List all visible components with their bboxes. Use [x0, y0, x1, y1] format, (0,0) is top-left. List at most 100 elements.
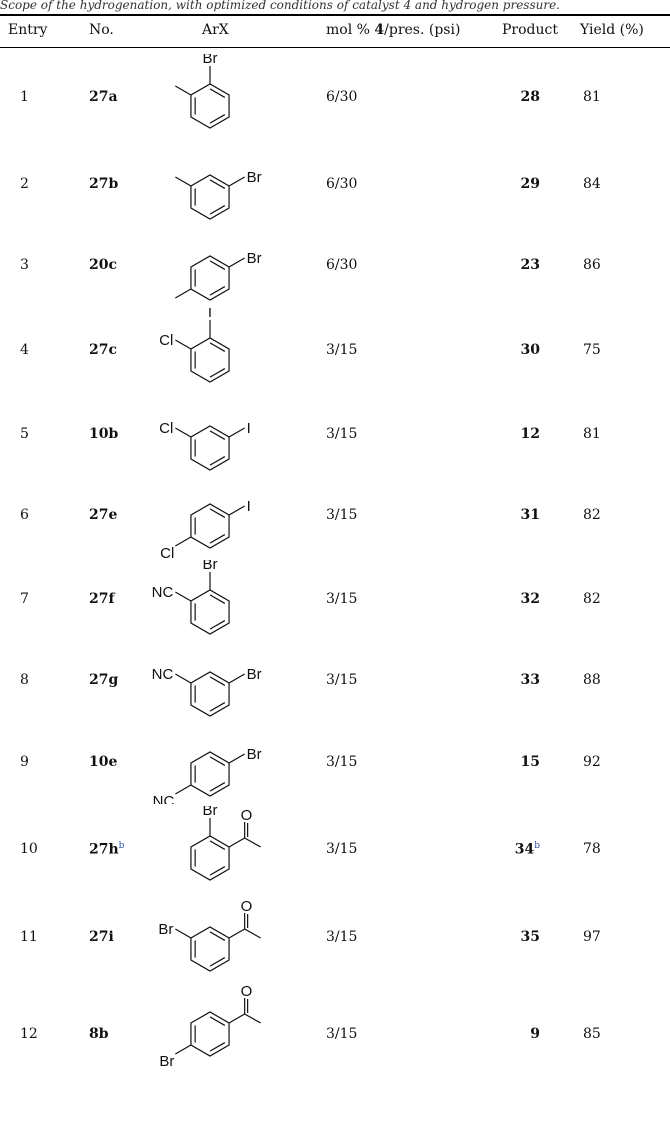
aromatic-bond [209, 957, 226, 967]
arx-structure: ICl [160, 498, 251, 558]
cell-compound-no-text: 27i [89, 929, 114, 945]
cell-conditions-text: 3/15 [326, 342, 358, 358]
substituent-bond [175, 288, 192, 299]
aromatic-bond [209, 756, 226, 766]
cell-product-text: 15 [520, 754, 540, 770]
cell-compound-no-text: 10e [89, 754, 118, 770]
table-row: 1 27a 6/30 28 81 Br [0, 54, 670, 142]
cell-product-text: 23 [520, 257, 540, 273]
cell-yield: 78 [583, 841, 601, 857]
oxygen-atom: O [241, 807, 253, 824]
cell-entry: 12 [20, 1026, 38, 1042]
cell-yield-text: 82 [583, 507, 601, 523]
cell-conditions-text: 3/15 [326, 591, 358, 607]
cell-compound-no-text: 10b [89, 426, 119, 442]
oxygen-atom: O [241, 983, 253, 1000]
cell-compound-no-text: 8b [89, 1026, 109, 1042]
cell-conditions: 3/15 [326, 672, 357, 688]
cell-conditions-text: 3/15 [326, 1026, 358, 1042]
cell-entry: 8 [20, 672, 29, 688]
methyl-bond [244, 1013, 261, 1024]
aromatic-bond [209, 342, 226, 352]
aromatic-bond [209, 782, 226, 792]
cell-entry: 4 [20, 342, 29, 358]
cell-entry-text: 11 [20, 929, 38, 945]
cell-yield-text: 75 [583, 342, 601, 358]
cell-entry: 9 [20, 754, 29, 770]
substituent-label: I [247, 498, 251, 515]
aromatic-bond [209, 534, 226, 544]
aromatic-bond [209, 368, 226, 378]
substituent-label: NC [153, 793, 175, 804]
cell-compound-no-text: 27a [89, 89, 118, 105]
substituent-label: Br [247, 666, 262, 683]
cell-conditions: 3/15 [326, 754, 357, 770]
cell-yield: 81 [583, 89, 601, 105]
cell-product-text: 31 [520, 507, 540, 523]
header-catalyst: 4 [374, 22, 385, 38]
aromatic-bond [209, 676, 226, 686]
cell-entry: 6 [20, 507, 29, 523]
cell-yield: 85 [583, 1026, 601, 1042]
substituent-bond [228, 753, 245, 764]
cell-entry: 1 [20, 89, 29, 105]
substituent-label: Br [247, 250, 262, 267]
arx-structure: Br [175, 54, 230, 129]
cell-compound-no: 10b [89, 426, 118, 442]
aromatic-bond [209, 840, 226, 850]
substituent-label: Br [247, 746, 262, 763]
cell-product: 28 [521, 89, 540, 105]
benzene-ring [190, 926, 230, 972]
cell-compound-no: 20c [89, 257, 117, 273]
substituent-bond [175, 176, 192, 187]
substituent-label: Br [203, 54, 218, 67]
cell-conditions-text: 3/15 [326, 507, 358, 523]
cell-compound-no: 27c [89, 342, 117, 358]
cell-product-text: 29 [520, 176, 540, 192]
cell-compound-no-text: 27f [89, 591, 115, 607]
cell-conditions: 3/15 [326, 426, 357, 442]
cell-compound-no-text: 20c [89, 257, 118, 273]
substituent-bond [175, 85, 192, 96]
cell-compound-no: 27a [89, 89, 118, 105]
methyl-bond [244, 837, 261, 848]
cell-yield: 82 [583, 507, 601, 523]
aromatic-bond [209, 702, 226, 712]
cell-entry-text: 6 [20, 507, 29, 523]
substituent-bond [228, 673, 245, 684]
aromatic-bond [209, 260, 226, 270]
cell-entry-text: 1 [20, 89, 29, 105]
cell-entry-text: 8 [20, 672, 29, 688]
cell-entry-text: 12 [20, 1026, 38, 1042]
cell-yield: 82 [583, 591, 601, 607]
cell-yield: 92 [583, 754, 601, 770]
cell-product-text: 9 [530, 1026, 540, 1042]
substituent-bond [175, 1044, 192, 1055]
cell-yield-text: 86 [583, 257, 601, 273]
cell-compound-no: 27e [89, 507, 117, 523]
header-mol-suffix: /pres. (psi) [384, 22, 461, 38]
cell-conditions-text: 3/15 [326, 929, 358, 945]
arx-structure: Br [175, 250, 262, 301]
aromatic-bond [209, 1042, 226, 1052]
cell-conditions: 6/30 [326, 89, 357, 105]
cell-entry-text: 10 [20, 841, 38, 857]
cell-conditions-text: 3/15 [326, 426, 358, 442]
substituent-bond [175, 928, 192, 939]
substituent-label: Br [247, 169, 262, 186]
benzene-ring [190, 255, 230, 301]
cell-conditions-text: 3/15 [326, 841, 358, 857]
cell-compound-no-text: 27e [89, 507, 118, 523]
cell-conditions-text: 6/30 [326, 257, 358, 273]
cell-product: 15 [521, 754, 540, 770]
aromatic-bond [209, 179, 226, 189]
substituent-bond [175, 673, 192, 684]
cell-yield-text: 84 [583, 176, 601, 192]
